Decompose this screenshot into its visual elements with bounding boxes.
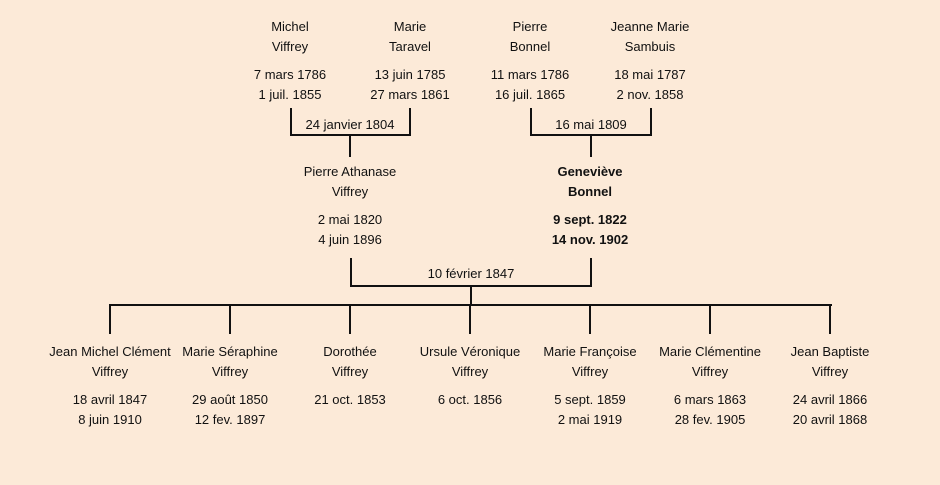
person-first-name: Geneviève [557, 164, 623, 179]
connector-line [229, 305, 231, 334]
birth-date: 6 oct. 1856 [437, 392, 503, 407]
person-first-name: Jean Baptiste [790, 344, 870, 359]
connector-line [470, 285, 472, 306]
connector-line [350, 258, 352, 287]
person-last-name: Taravel [389, 39, 431, 54]
person-last-name: Viffrey [451, 364, 489, 379]
birth-date: 24 avril 1866 [792, 392, 868, 407]
person-first-name: Pierre [512, 19, 548, 34]
person-last-name: Bonnel [567, 184, 613, 199]
person-last-name: Viffrey [271, 39, 309, 54]
connector-line [650, 108, 652, 136]
connector-line [349, 134, 351, 157]
connector-line [590, 258, 592, 287]
death-date: 27 mars 1861 [370, 87, 450, 102]
person-last-name: Bonnel [509, 39, 551, 54]
connector-line [709, 305, 711, 334]
death-date: 4 juin 1896 [318, 232, 382, 247]
person-last-name: Viffrey [91, 364, 129, 379]
person-last-name: Viffrey [811, 364, 849, 379]
death-date: 20 avril 1868 [792, 412, 868, 427]
birth-date: 7 mars 1786 [253, 67, 327, 82]
connector-line [349, 305, 351, 334]
death-date: 16 juil. 1865 [494, 87, 566, 102]
birth-date: 2 mai 1820 [317, 212, 383, 227]
death-date: 1 juil. 1855 [258, 87, 322, 102]
birth-date: 11 mars 1786 [490, 67, 570, 82]
connector-line [109, 305, 111, 334]
birth-date: 13 juin 1785 [374, 67, 446, 82]
death-date: 14 nov. 1902 [551, 232, 629, 247]
birth-date: 9 sept. 1822 [553, 212, 627, 227]
connector-line [469, 305, 471, 334]
connector-line [290, 108, 292, 136]
person-first-name: Dorothée [323, 344, 377, 359]
marriage-date: 10 février 1847 [427, 266, 515, 281]
person-first-name: Marie [393, 19, 427, 34]
birth-date: 18 mai 1787 [614, 67, 686, 82]
connector-line [590, 134, 592, 157]
connector-line [409, 108, 411, 136]
death-date: 28 fev. 1905 [674, 412, 746, 427]
connector-line [589, 305, 591, 334]
person-last-name: Viffrey [331, 184, 369, 199]
person-first-name: Ursule Véronique [419, 344, 521, 359]
person-first-name: Marie Séraphine [182, 344, 278, 359]
birth-date: 5 sept. 1859 [554, 392, 626, 407]
person-first-name: Pierre Athanase [303, 164, 397, 179]
death-date: 2 mai 1919 [557, 412, 623, 427]
death-date: 2 nov. 1858 [616, 87, 684, 102]
birth-date: 6 mars 1863 [673, 392, 747, 407]
birth-date: 29 août 1850 [192, 392, 268, 407]
person-last-name: Viffrey [571, 364, 609, 379]
person-first-name: Jeanne Marie [610, 19, 690, 34]
birth-date: 18 avril 1847 [72, 392, 148, 407]
person-last-name: Viffrey [331, 364, 369, 379]
person-last-name: Viffrey [211, 364, 249, 379]
death-date: 12 fev. 1897 [194, 412, 266, 427]
death-date: 8 juin 1910 [78, 412, 142, 427]
connector-line [829, 305, 831, 334]
person-first-name: Jean Michel Clément [49, 344, 171, 359]
marriage-date: 24 janvier 1804 [305, 117, 395, 132]
birth-date: 21 oct. 1853 [314, 392, 386, 407]
person-first-name: Michel [271, 19, 309, 34]
marriage-date: 16 mai 1809 [555, 117, 627, 132]
connector-line [530, 108, 532, 136]
person-first-name: Marie Clémentine [659, 344, 761, 359]
person-first-name: Marie Françoise [543, 344, 637, 359]
person-last-name: Viffrey [691, 364, 729, 379]
person-last-name: Sambuis [624, 39, 676, 54]
